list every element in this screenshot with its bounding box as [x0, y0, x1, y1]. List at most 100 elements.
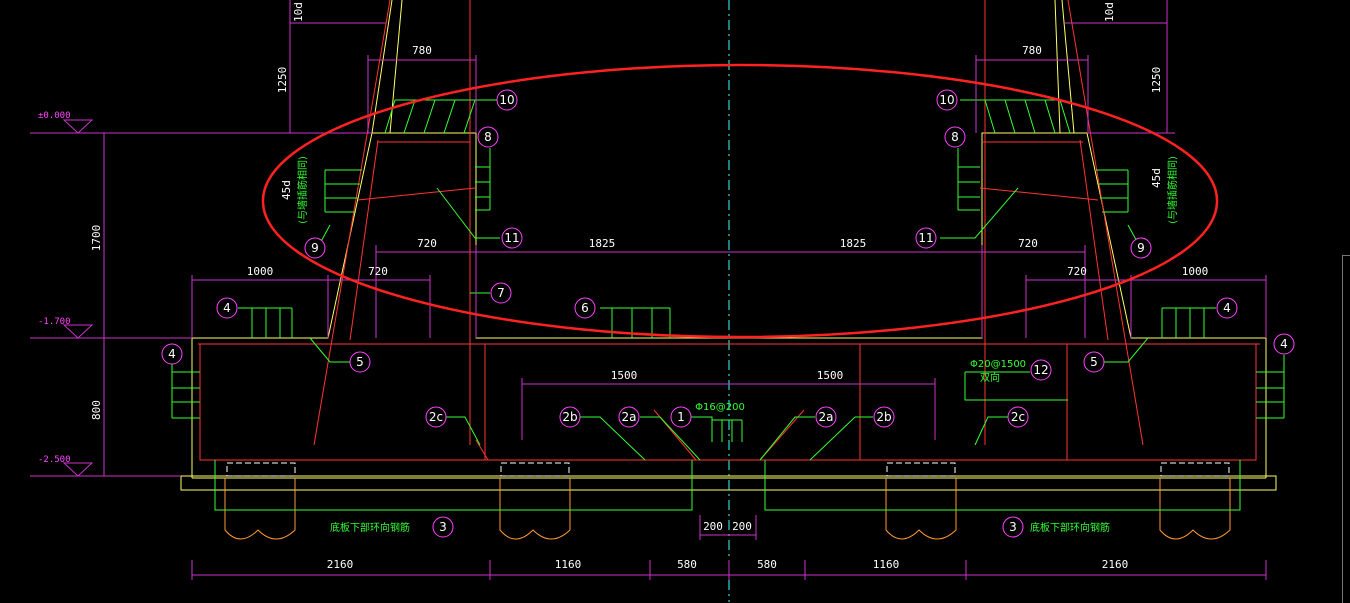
svg-text:4: 4 — [223, 301, 231, 315]
piles — [224, 462, 1231, 540]
svg-text:9: 9 — [1137, 241, 1145, 255]
level-labels: ±0.000 -1.700 -2.500 — [38, 111, 71, 465]
highlight-ellipse — [261, 63, 1219, 339]
svg-text:10: 10 — [499, 93, 514, 107]
level-bottom: -2.500 — [38, 455, 71, 465]
dim-10d-left: 10d — [292, 2, 305, 22]
dim-1500-left: 1500 — [611, 369, 638, 382]
note-rebar-12: Φ20@1500 — [970, 359, 1026, 370]
level-mid: -1.700 — [38, 317, 71, 327]
dim-780-right: 780 — [1022, 44, 1042, 57]
note-anchor-left: (与墙插筋相同) — [296, 156, 309, 224]
dimension-lines — [30, 0, 1267, 580]
dim-1250-right: 1250 — [1150, 67, 1163, 94]
tag-3-left: 3 — [432, 516, 454, 538]
svg-text:12: 12 — [1033, 363, 1048, 377]
svg-text:3: 3 — [1009, 520, 1017, 534]
tag-4-side-left: 4 — [161, 343, 183, 365]
svg-text:7: 7 — [497, 286, 505, 300]
note-bottom-left: 底板下部环向钢筋 — [330, 521, 410, 534]
dim-45d-left: 45d — [280, 180, 293, 200]
dim-45d-right: 45d — [1150, 168, 1163, 188]
notes: Φ16@200 Φ20@1500 双向 (与墙插筋相同) (与墙插筋相同) 底板… — [296, 156, 1179, 534]
tag-11-left: 11 — [501, 227, 523, 249]
dim-1160-left: 1160 — [555, 558, 582, 571]
tag-10-left: 10 — [496, 89, 518, 111]
dim-720-d: 720 — [1067, 265, 1087, 278]
dim-1700: 1700 — [90, 225, 103, 252]
tag-5-right: 5 — [1083, 351, 1105, 373]
note-rebar-1: Φ16@200 — [695, 402, 745, 413]
tag-1: 1 — [670, 406, 692, 428]
tag-2c-right: 2c — [1007, 406, 1029, 428]
tag-8-right: 8 — [944, 126, 966, 148]
level-top: ±0.000 — [38, 111, 71, 121]
tag-2a-left: 2a — [618, 406, 640, 428]
svg-text:4: 4 — [1223, 301, 1231, 315]
dim-1250-left: 1250 — [276, 67, 289, 94]
dim-1000-left: 1000 — [247, 265, 274, 278]
dim-1825-left: 1825 — [589, 237, 616, 250]
svg-text:5: 5 — [356, 355, 364, 369]
tag-10-right: 10 — [936, 89, 958, 111]
dimension-texts: 10d 10d 780 780 1250 1250 1700 800 45d 4… — [90, 2, 1208, 571]
svg-text:2c: 2c — [1011, 410, 1025, 424]
dim-580-left: 580 — [677, 558, 697, 571]
tag-11-right: 11 — [915, 227, 937, 249]
svg-text:2b: 2b — [876, 410, 891, 424]
dim-1500-right: 1500 — [817, 369, 844, 382]
tag-8-left: 8 — [477, 126, 499, 148]
svg-text:1: 1 — [677, 410, 685, 424]
svg-text:2c: 2c — [429, 410, 443, 424]
dim-800: 800 — [90, 400, 103, 420]
svg-text:3: 3 — [439, 520, 447, 534]
dim-720-b: 720 — [1018, 237, 1038, 250]
dim-2160-right: 2160 — [1102, 558, 1129, 571]
tag-12: 12 — [1030, 359, 1052, 381]
svg-text:11: 11 — [918, 231, 933, 245]
side-panel-edge — [1342, 255, 1350, 603]
tag-2b-left: 2b — [559, 406, 581, 428]
dim-1825-right: 1825 — [840, 237, 867, 250]
svg-text:2b: 2b — [562, 410, 577, 424]
dim-780-left: 780 — [412, 44, 432, 57]
note-rebar-12-sub: 双向 — [980, 371, 1000, 384]
dim-1160-right: 1160 — [873, 558, 900, 571]
svg-text:8: 8 — [484, 130, 492, 144]
tag-2c-left: 2c — [425, 406, 447, 428]
svg-text:11: 11 — [504, 231, 519, 245]
tag-7: 7 — [490, 282, 512, 304]
dim-1000-right: 1000 — [1182, 265, 1209, 278]
tag-9-right: 9 — [1130, 237, 1152, 259]
svg-text:4: 4 — [1280, 337, 1288, 351]
tag-9-left: 9 — [304, 237, 326, 259]
leader-lines — [171, 99, 1285, 511]
svg-text:6: 6 — [581, 301, 589, 315]
note-bottom-right: 底板下部环向钢筋 — [1030, 521, 1110, 534]
svg-text:4: 4 — [168, 347, 176, 361]
tag-2a-right: 2a — [815, 406, 837, 428]
dim-2160-left: 2160 — [327, 558, 354, 571]
tag-5-left: 5 — [349, 351, 371, 373]
dim-200-left: 200 — [703, 520, 723, 533]
tag-3-right: 3 — [1002, 516, 1024, 538]
svg-text:5: 5 — [1090, 355, 1098, 369]
tag-4-side-right: 4 — [1273, 333, 1295, 355]
tag-2b-right: 2b — [873, 406, 895, 428]
foundation-outline — [180, 0, 1277, 491]
tag-4-top-left: 4 — [216, 297, 238, 319]
dim-720-a: 720 — [417, 237, 437, 250]
dim-580-right: 580 — [757, 558, 777, 571]
svg-text:2a: 2a — [622, 410, 637, 424]
svg-text:8: 8 — [951, 130, 959, 144]
dim-10d-right: 10d — [1103, 2, 1116, 22]
svg-text:9: 9 — [311, 241, 319, 255]
svg-text:10: 10 — [939, 93, 954, 107]
dim-200-right: 200 — [732, 520, 752, 533]
tag-6: 6 — [574, 297, 596, 319]
tag-4-top-right: 4 — [1216, 297, 1238, 319]
dim-720-c: 720 — [368, 265, 388, 278]
svg-text:2a: 2a — [819, 410, 834, 424]
note-anchor-right: (与墙插筋相同) — [1166, 156, 1179, 224]
